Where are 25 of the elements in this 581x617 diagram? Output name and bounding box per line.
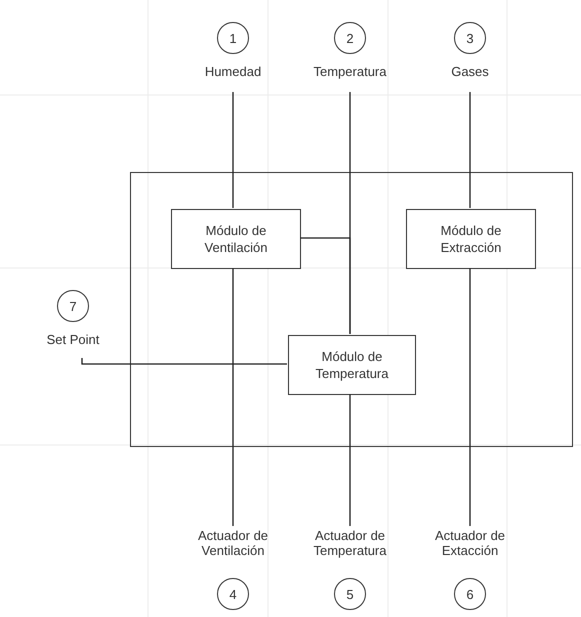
frame-box xyxy=(130,172,573,447)
module-box: Módulo de Extracción xyxy=(406,209,536,269)
connector-line xyxy=(349,394,351,526)
connector-line xyxy=(300,237,351,334)
number-circle: 4 xyxy=(217,578,249,610)
connector-line xyxy=(469,92,471,208)
node-caption: Actuador de Temperatura xyxy=(312,528,388,558)
number-circle: 7 xyxy=(57,290,89,322)
node-caption: Actuador de Extacción xyxy=(434,528,506,558)
node-caption: Actuador de Ventilación xyxy=(196,528,270,558)
module-box: Módulo de Temperatura xyxy=(288,335,416,395)
connector-line xyxy=(81,358,287,365)
node-caption: Temperatura xyxy=(312,64,388,79)
node-caption: Set Point xyxy=(46,332,100,347)
node-caption: Gases xyxy=(450,64,490,79)
number-circle: 3 xyxy=(454,22,486,54)
connector-line xyxy=(232,92,234,208)
module-box: Módulo de Ventilación xyxy=(171,209,301,269)
number-circle: 1 xyxy=(217,22,249,54)
number-circle: 5 xyxy=(334,578,366,610)
connector-line xyxy=(469,268,471,526)
number-circle: 2 xyxy=(334,22,366,54)
node-caption: Humedad xyxy=(204,64,262,79)
number-circle: 6 xyxy=(454,578,486,610)
connector-line xyxy=(232,268,234,526)
